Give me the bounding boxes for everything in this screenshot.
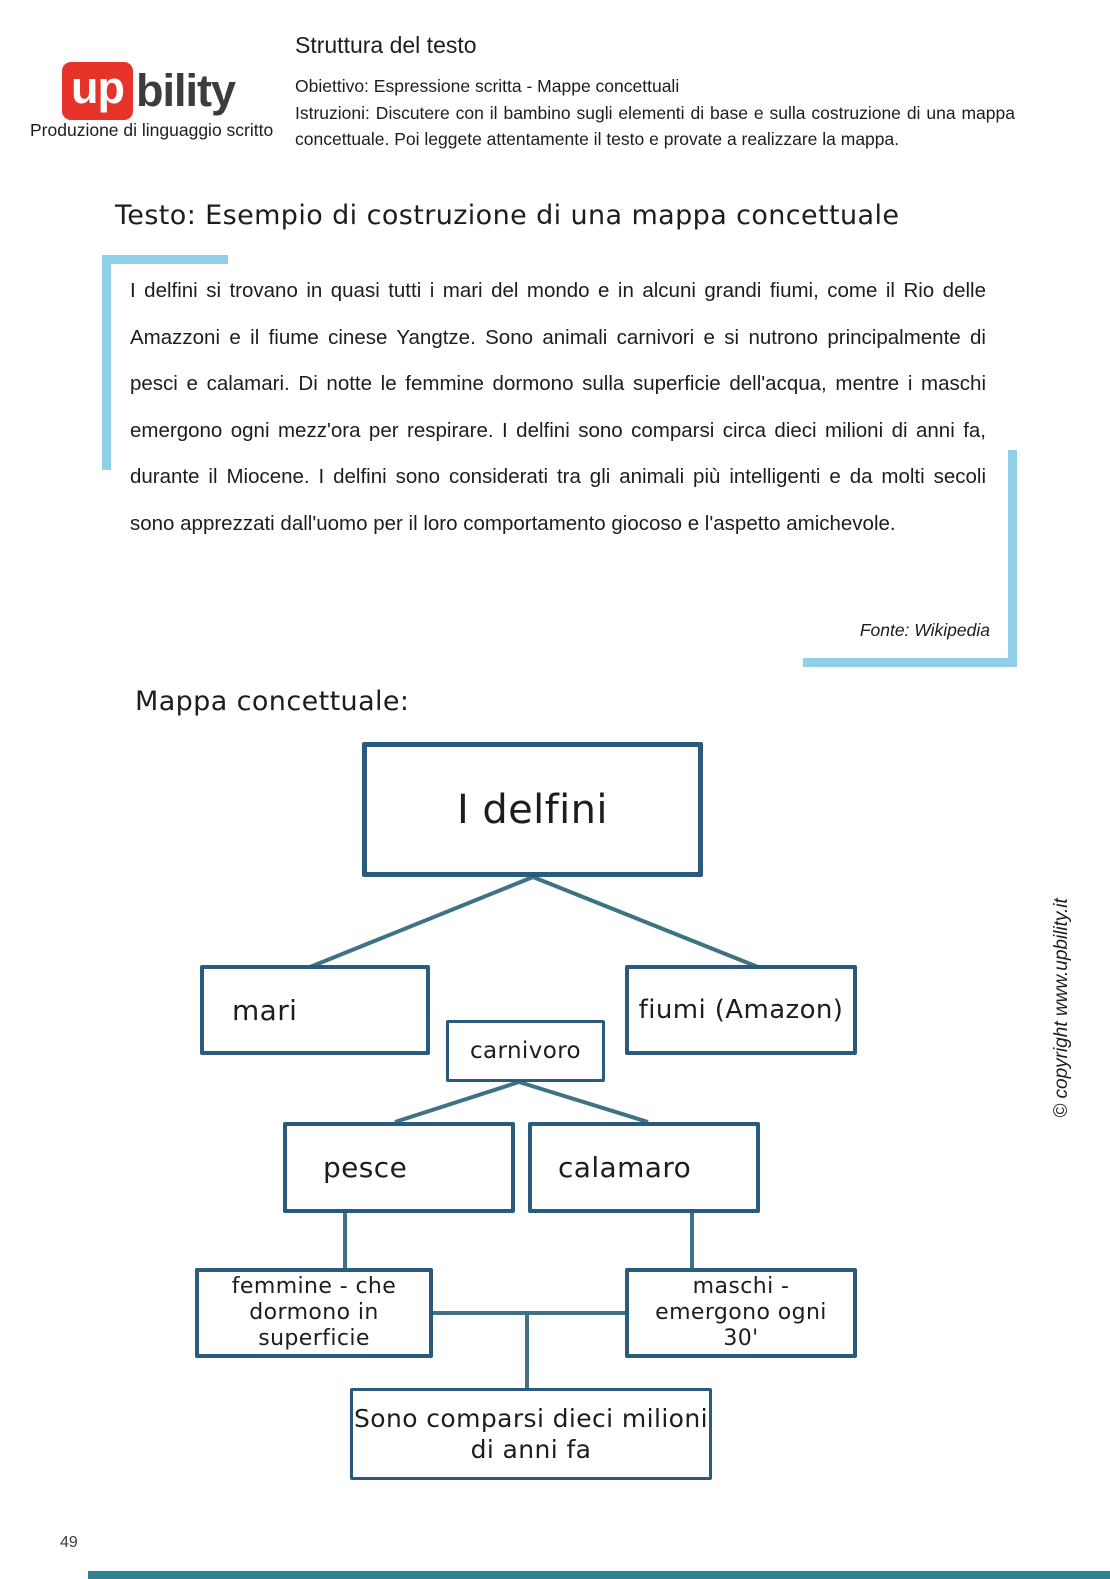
- accent-bracket-bottom-right-horizontal: [803, 658, 1017, 667]
- connector-root-mari: [309, 875, 534, 969]
- accent-bracket-top-left-horizontal: [102, 255, 228, 264]
- map-node-i-delfini: I delfini: [362, 742, 703, 877]
- connector-root-fiumi: [532, 875, 759, 969]
- logo-tagline: Produzione di linguaggio scritto: [30, 120, 274, 140]
- map-node-mari: mari: [200, 965, 430, 1055]
- map-node-femmine-line2: dormono in: [249, 1300, 379, 1325]
- map-node-pesce: pesce: [283, 1122, 515, 1213]
- map-node-femmine-line1: femmine - che: [231, 1274, 397, 1299]
- map-node-maschi: maschi - emergono ogni 30': [625, 1268, 857, 1358]
- map-node-calamaro: calamaro: [528, 1122, 760, 1213]
- text-section-heading: Testo: Esempio di costruzione di una map…: [115, 200, 900, 231]
- map-section-heading: Mappa concettuale:: [135, 686, 410, 717]
- accent-bracket-right-vertical: [1008, 450, 1017, 667]
- connector-carnivoro-pesce: [394, 1080, 520, 1124]
- map-node-fiumi-amazon: fiumi (Amazon): [625, 965, 857, 1055]
- logo-up-badge: up: [62, 62, 133, 120]
- map-node-carnivoro: carnivoro: [446, 1020, 605, 1082]
- map-node-comparsi-line1: Sono comparsi dieci milioni: [354, 1404, 708, 1433]
- map-node-maschi-line3: 30': [723, 1326, 759, 1351]
- map-node-femmine: femmine - che dormono in superficie: [195, 1268, 433, 1358]
- page-title: Struttura del testo: [295, 32, 477, 58]
- source-attribution: Fonte: Wikipedia: [859, 620, 990, 640]
- logo-bility-text: bility: [135, 65, 236, 116]
- map-node-maschi-line1: maschi -: [692, 1274, 790, 1299]
- accent-bracket-left-vertical: [102, 255, 111, 470]
- map-node-comparsi-line2: di anni fa: [470, 1435, 592, 1464]
- upbility-logo: up bility: [62, 62, 236, 120]
- connector-carnivoro-calamaro: [518, 1080, 649, 1124]
- map-node-comparsi: Sono comparsi dieci milioni di anni fa: [350, 1388, 712, 1480]
- instructions-line: Istruzioni: Discutere con il bambino sug…: [295, 103, 1015, 149]
- page-number: 49: [60, 1534, 78, 1551]
- footer-accent-bar: [88, 1571, 1110, 1579]
- map-node-maschi-line2: emergono ogni: [655, 1300, 827, 1325]
- dolphin-text-paragraph: I delfini si trovano in quasi tutti i ma…: [130, 279, 986, 535]
- objective-line: Obiettivo: Espressione scritta - Mappe c…: [295, 76, 680, 96]
- map-node-femmine-line3: superficie: [258, 1326, 370, 1351]
- copyright-vertical-text: © copyright www.upbility.it: [1051, 898, 1072, 1118]
